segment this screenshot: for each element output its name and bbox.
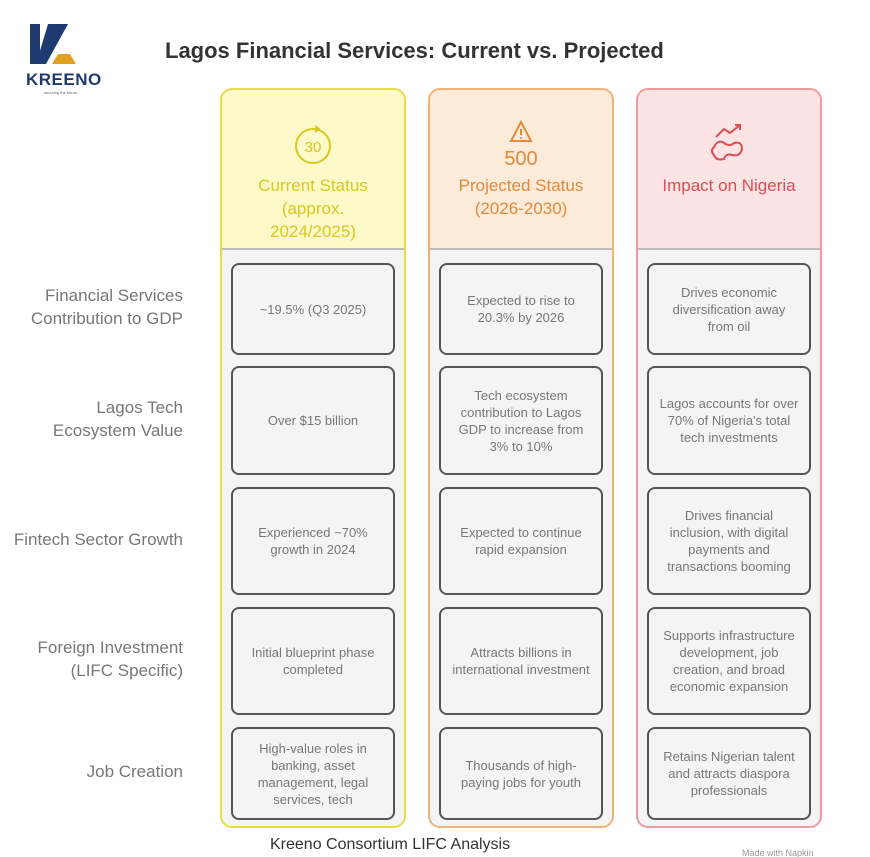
page-title: Lagos Financial Services: Current vs. Pr… (165, 38, 664, 63)
column-header: Impact on Nigeria (638, 90, 820, 250)
cell: Retains Nigerian talent and attracts dia… (647, 727, 811, 820)
column-label: Projected Status (2026-2030) (458, 176, 584, 218)
logo-tagline: securing the future (44, 90, 78, 95)
row-label-text: Foreign Investment (LIFC Specific) (37, 638, 183, 680)
cell: Tech ecosystem contribution to Lagos GDP… (439, 366, 603, 475)
cell: Lagos accounts for over 70% of Nigeria's… (647, 366, 811, 475)
cell: Thousands of high-paying jobs for youth (439, 727, 603, 820)
svg-text:500: 500 (504, 148, 537, 169)
cell: Initial blueprint phase completed (231, 607, 395, 715)
row-label: Fintech Sector Growth (13, 485, 183, 593)
cell: Supports infrastructure development, job… (647, 607, 811, 715)
cell: High-value roles in banking, asset manag… (231, 727, 395, 820)
cell: Drives financial inclusion, with digital… (647, 487, 811, 595)
cell: Drives economic diversification away fro… (647, 263, 811, 355)
column-label: Impact on Nigeria (662, 176, 796, 195)
row-label-text: Job Creation (86, 762, 183, 781)
cell: Experienced ~70% growth in 2024 (231, 487, 395, 595)
row-label: Lagos Tech Ecosystem Value (13, 364, 183, 473)
logo-text: KREENO (26, 70, 102, 89)
cell: Expected to rise to 20.3% by 2026 (439, 263, 603, 355)
refresh-30-icon: 30 (222, 114, 404, 174)
cell: Expected to continue rapid expansion (439, 487, 603, 595)
row-label-text: Fintech Sector Growth (13, 529, 183, 549)
row-label-text: Lagos Tech Ecosystem Value (52, 397, 183, 440)
cell: Attracts billions in international inves… (439, 607, 603, 715)
growth-map-icon (638, 114, 820, 174)
row-label: Foreign Investment (LIFC Specific) (13, 605, 183, 713)
row-label: Financial Services Contribution to GDP (13, 261, 183, 353)
row-label: Job Creation (13, 725, 183, 818)
row-label-text: Financial Services Contribution to GDP (30, 286, 183, 328)
footer-caption: Kreeno Consortium LIFC Analysis (270, 836, 511, 853)
warning-500-icon: 500 (430, 114, 612, 174)
column-label: Current Status (approx. 2024/2025) (258, 176, 368, 241)
cell: Over $15 billion (231, 366, 395, 475)
credit-text: Made with Napkin (742, 848, 814, 857)
svg-text:30: 30 (305, 139, 322, 156)
kreeno-logo (30, 24, 76, 64)
cell: ~19.5% (Q3 2025) (231, 263, 395, 355)
